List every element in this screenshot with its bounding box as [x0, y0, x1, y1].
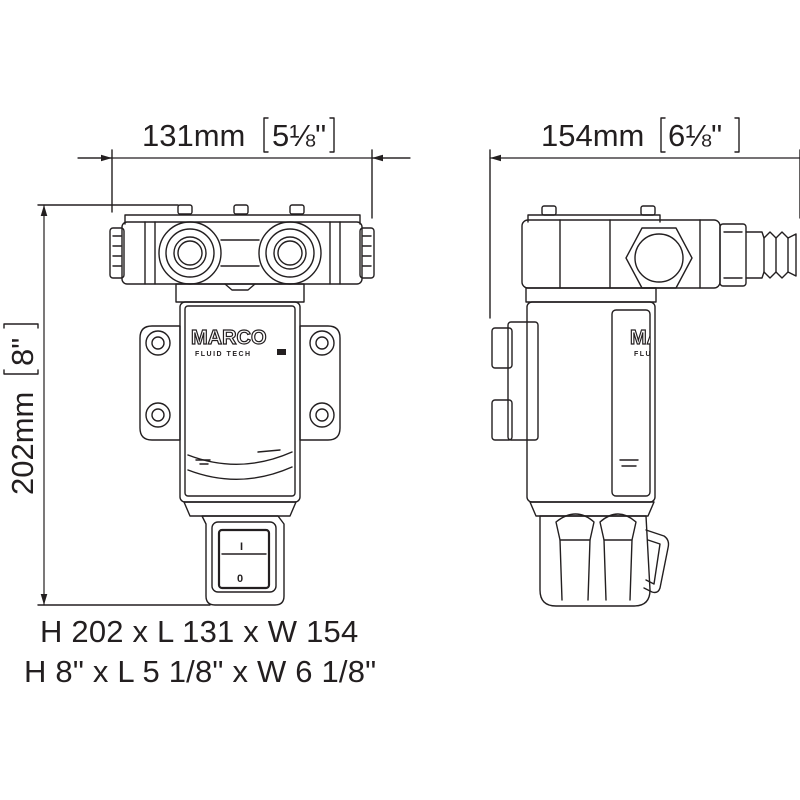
front-width-dimension [77, 117, 411, 219]
front-view [109, 204, 375, 606]
summary-metric: H 202 x L 131 x W 154 [40, 614, 359, 649]
front-height-mm: 202mm [5, 392, 40, 495]
svg-text:MARCO: MARCO [191, 327, 267, 349]
switch-off-label: 0 [237, 573, 243, 585]
front-width-mm: 131mm [142, 118, 245, 153]
side-view [491, 205, 797, 607]
svg-text:FLUID TECH: FLUID TECH [195, 351, 252, 358]
front-width-inch: 5⅛" [272, 118, 326, 153]
marco-logo: MARCO FLUID TECH [190, 326, 286, 358]
side-width-dimension [489, 117, 800, 319]
marco-logo-side: MARCO FLUID TECH [629, 326, 706, 358]
front-height-dimension [3, 204, 211, 606]
summary-imperial: H 8" x L 5 1/8" x W 6 1/8" [24, 654, 377, 689]
side-width-mm: 154mm [541, 118, 644, 153]
side-width-inch: 6⅛" [668, 118, 722, 153]
svg-text:MARCO: MARCO [630, 327, 706, 349]
svg-text:FLUID TECH: FLUID TECH [634, 351, 691, 358]
front-height-inch: 8" [5, 338, 40, 366]
switch-on-label: I [240, 541, 243, 553]
